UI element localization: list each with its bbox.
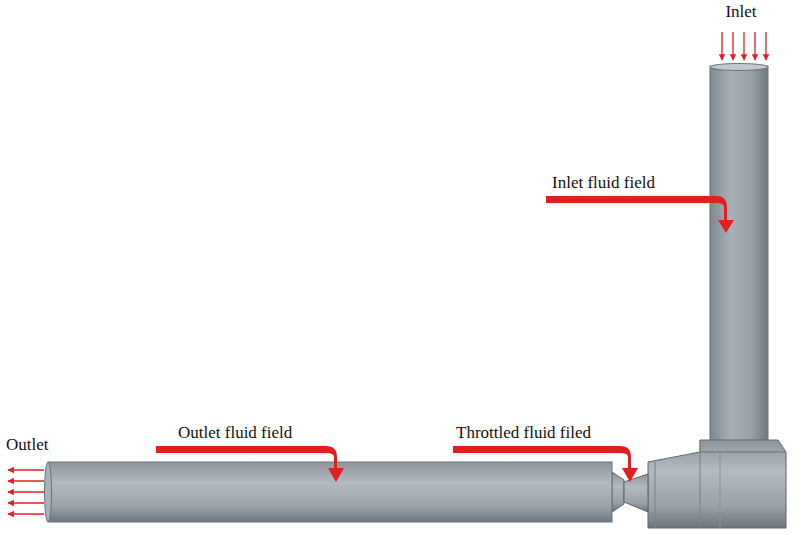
inlet-label: Inlet — [725, 3, 756, 22]
inlet-flow-arrows — [722, 32, 766, 60]
field-label: Outlet fluid field — [178, 424, 292, 443]
inlet-pipe — [710, 64, 768, 459]
outlet-flow-arrows — [8, 470, 44, 514]
callout-arrows — [156, 196, 734, 482]
outlet-pipe — [45, 462, 613, 522]
junction-body — [648, 440, 786, 528]
field-label: Inlet fluid field — [552, 174, 655, 193]
outlet-label: Outlet — [6, 436, 49, 455]
field-label: Throttled fluid filed — [456, 424, 591, 443]
